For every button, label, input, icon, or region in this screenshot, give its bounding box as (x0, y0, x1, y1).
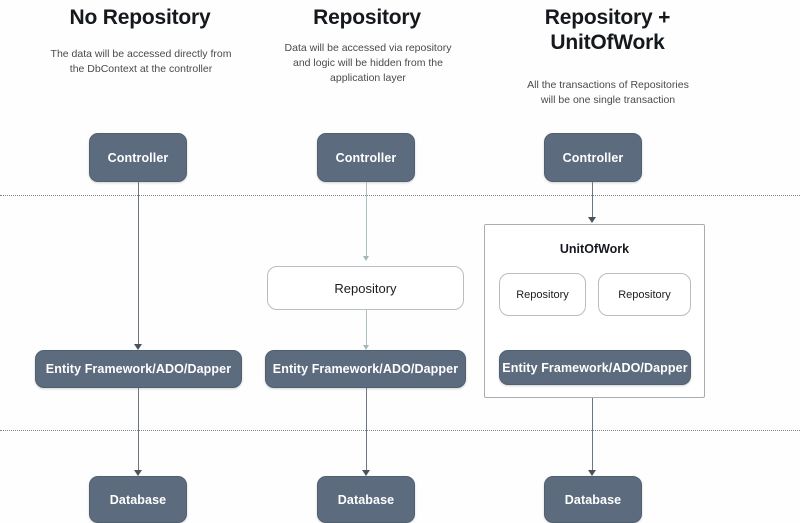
col3-repository-box-right[interactable]: Repository (598, 273, 691, 316)
col3-entity-framework-box[interactable]: Entity Framework/ADO/Dapper (499, 350, 691, 385)
col1-connector-ef-to-database (138, 388, 139, 473)
col1-arrowhead-ef (134, 344, 142, 350)
col3-controller-box[interactable]: Controller (544, 133, 642, 182)
col3-connector-controller-to-unitofwork (592, 182, 593, 220)
col2-connector-repository-to-ef (366, 310, 367, 348)
col3-unitofwork-panel[interactable]: UnitOfWork Repository Repository Entity … (484, 224, 705, 398)
col3-repository-box-left[interactable]: Repository (499, 273, 586, 316)
col1-controller-box[interactable]: Controller (89, 133, 187, 182)
col2-controller-box[interactable]: Controller (317, 133, 415, 182)
col3-connector-unitofwork-to-database (592, 398, 593, 473)
col2-arrowhead-repository (363, 256, 369, 261)
layer-divider-lower (0, 430, 800, 431)
col2-arrowhead-database (362, 470, 370, 476)
col2-connector-ef-to-database (366, 388, 367, 473)
col1-database-box[interactable]: Database (89, 476, 187, 523)
column-title-repository-unitofwork: Repository + UnitOfWork (544, 6, 671, 54)
col2-arrowhead-ef (363, 345, 369, 350)
col3-arrowhead-database (588, 470, 596, 476)
layer-divider-upper (0, 195, 800, 196)
col3-unitofwork-label: UnitOfWork (559, 242, 630, 256)
col3-database-box[interactable]: Database (544, 476, 642, 523)
col1-connector-controller-to-ef (138, 182, 139, 347)
col2-repository-box[interactable]: Repository (267, 266, 464, 310)
col1-entity-framework-box[interactable]: Entity Framework/ADO/Dapper (35, 350, 242, 388)
column-subtitle-repository: Data will be accessed via repository and… (284, 42, 452, 85)
col2-connector-controller-to-repository (366, 182, 367, 258)
column-title-repository: Repository (313, 6, 421, 29)
column-subtitle-no-repository: The data will be accessed directly from … (50, 48, 232, 76)
col2-database-box[interactable]: Database (317, 476, 415, 523)
col2-entity-framework-box[interactable]: Entity Framework/ADO/Dapper (265, 350, 466, 388)
col1-arrowhead-database (134, 470, 142, 476)
col3-arrowhead-unitofwork (588, 217, 596, 223)
column-title-no-repository: No Repository (69, 6, 211, 29)
column-subtitle-repository-unitofwork: All the transactions of Repositories wil… (527, 79, 689, 107)
